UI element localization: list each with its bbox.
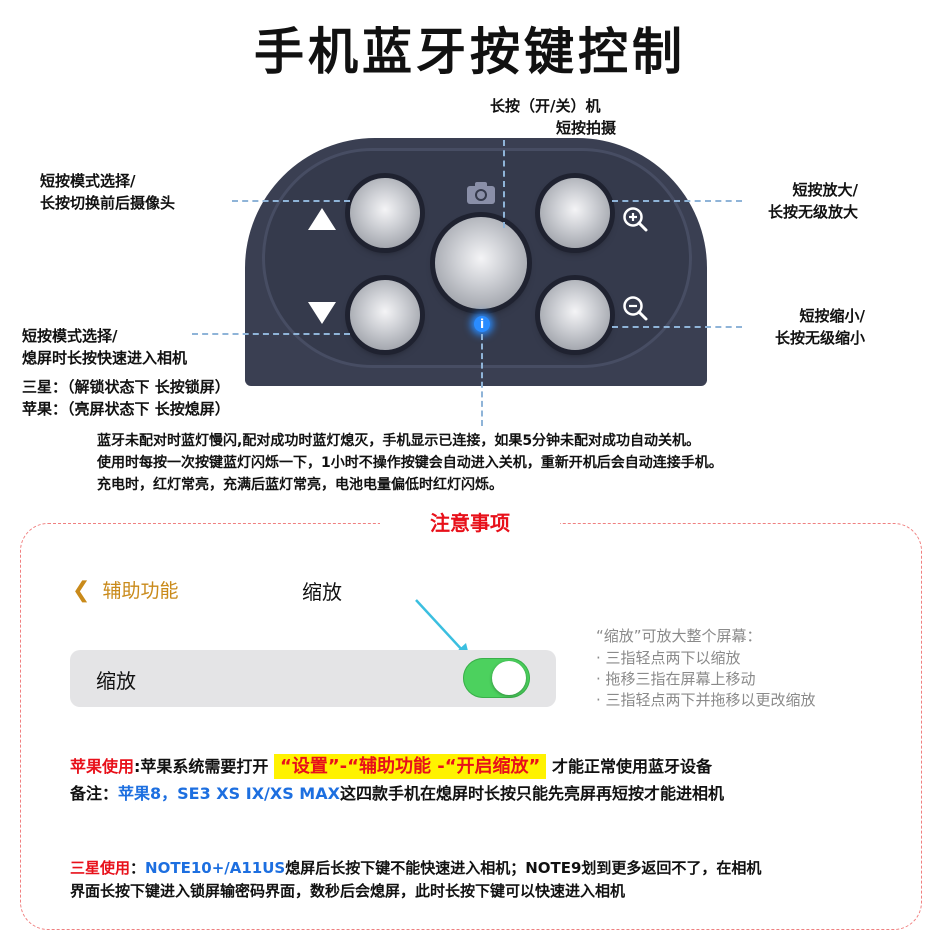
description-line2: 使用时每按一次按键蓝灯闪烁一下，1小时不操作按键会自动进入关机，重新开机后会自动… (97, 455, 723, 471)
description-line3: 充电时，红灯常亮，充满后蓝灯常亮，电池电量偏低时红灯闪烁。 (97, 477, 503, 493)
back-button[interactable]: ❮ 辅助功能 (72, 576, 179, 603)
apple-usage-line: 苹果使用:苹果系统需要打开 “设置”-“辅助功能 -“开启缩放” 才能正常使用蓝… (70, 754, 712, 780)
down-button[interactable] (350, 280, 420, 350)
power-label-line1: 长按（开/关）机 (490, 97, 601, 115)
zoom-in-button[interactable] (540, 178, 610, 248)
zoomin-label-line1: 短按放大/ (792, 181, 858, 199)
upleft-label-line1: 短按模式选择/ (40, 172, 136, 190)
chevron-left-icon: ❮ (72, 578, 91, 603)
up-button[interactable] (350, 178, 420, 248)
side-note-item: · 拖移三指在屏幕上移动 (596, 670, 756, 688)
side-note-heading: “缩放”可放大整个屏幕： (596, 627, 762, 645)
back-label: 辅助功能 (102, 580, 179, 602)
apple-label: 苹果：（亮屏状态下 长按熄屏） (22, 400, 230, 418)
shutter-button[interactable] (435, 217, 527, 309)
samsung-usage-line2: 界面长按下键进入锁屏输密码界面，数秒后会熄屏，此时长按下键可以快速进入相机 (70, 882, 626, 900)
apple-usage-highlight: “设置”-“辅助功能 -“开启缩放” (274, 754, 547, 779)
triangle-up-icon (308, 208, 336, 230)
zoomin-leader-line (612, 200, 742, 202)
remark-text: 这四款手机在熄屏时长按只能先亮屏再短按才能进相机 (339, 784, 724, 803)
zoomout-label-line2: 长按无级缩小 (774, 329, 865, 347)
triangle-down-icon (308, 302, 336, 324)
zoomout-label-line1: 短按缩小/ (799, 307, 865, 325)
upleft-label-line2: 长按切换前后摄像头 (40, 194, 176, 212)
remark-line: 备注：苹果8，SE3 XS IX/XS MAX这四款手机在熄屏时长按只能先亮屏再… (70, 781, 724, 807)
page-title: 手机蓝牙按键控制 (254, 23, 686, 81)
samsung-usage-prefix: 三星使用 (70, 859, 131, 877)
downleft-label-line2: 熄屏时长按快速进入相机 (22, 349, 188, 367)
zoom-toggle-knob (492, 661, 526, 695)
remark-prefix: 备注： (70, 784, 119, 803)
samsung-usage-line1: 三星使用：NOTE10+/A11US熄屏后长按下键不能快速进入相机；NOTE9划… (70, 855, 761, 881)
upleft-leader-line (232, 200, 350, 202)
zoom-in-icon (623, 207, 648, 232)
apple-usage-prefix: 苹果使用 (70, 757, 135, 776)
side-note-item: · 三指轻点两下并拖移以更改缩放 (596, 691, 816, 709)
side-note-item: · 三指轻点两下以缩放 (596, 649, 741, 667)
power-label-line2: 短按拍摄 (556, 119, 617, 137)
description-line1: 蓝牙未配对时蓝灯慢闪,配对成功时蓝灯熄灭，手机显示已连接，如果5分钟未配对成功自… (97, 433, 701, 449)
remark-models: 苹果8，SE3 XS IX/XS MAX (118, 784, 340, 803)
apple-usage-text2: 才能正常使用蓝牙设备 (551, 757, 712, 776)
samsung-usage-models: NOTE10+/A11US (145, 859, 286, 877)
downleft-label-line1: 短按模式选择/ (22, 327, 118, 345)
samsung-usage-text1: 熄屏后长按下键不能快速进入相机；NOTE9划到更多返回不了，在相机 (285, 859, 762, 877)
notice-title: 注意事项 (380, 508, 560, 538)
samsung-usage-colon: ： (130, 859, 146, 877)
info-leader-line (481, 334, 483, 426)
downleft-leader-line (192, 333, 350, 335)
zoom-out-button[interactable] (540, 280, 610, 350)
zoomout-leader-line (612, 326, 742, 328)
apple-usage-text1: :苹果系统需要打开 (134, 757, 269, 776)
info-icon: i (474, 316, 490, 332)
camera-icon (467, 182, 495, 204)
settings-page-title: 缩放 (302, 580, 342, 604)
power-leader-line (503, 140, 505, 228)
zoom-row-label: 缩放 (96, 669, 136, 693)
zoom-out-icon (623, 296, 648, 321)
samsung-label: 三星：（解锁状态下 长按锁屏） (22, 378, 230, 396)
zoomin-label-line2: 长按无级放大 (767, 203, 858, 221)
